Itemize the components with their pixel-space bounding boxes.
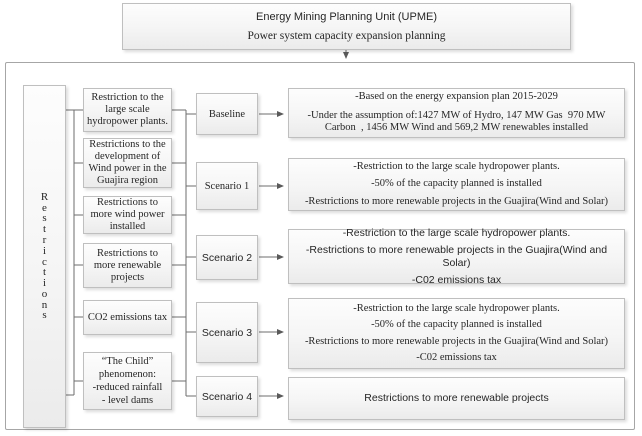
restriction-label: Restrictions to the development of Wind …	[88, 139, 167, 186]
description-line: Restrictions to more renewable projects	[364, 392, 549, 405]
description-line: -50% of the capacity planned is installe…	[371, 319, 542, 330]
description-line: -Restrictions to more renewable projects…	[304, 195, 609, 207]
description-line: -Restriction to the large scale hydropow…	[353, 160, 560, 172]
scenario-box-1: Scenario 1	[196, 162, 258, 210]
scenario-label: Scenario 2	[201, 251, 253, 264]
restriction-box-el-nino: “The Child” phenomenon: -reduced rainfal…	[83, 352, 172, 410]
description-line: -Restriction to the large scale hydropow…	[353, 302, 560, 314]
description-line: -Based on the energy expansion plan 2015…	[355, 91, 558, 103]
description-box-scenario-4: Restrictions to more renewable projects	[288, 377, 625, 420]
restriction-label: Restriction to the large scale hydropowe…	[86, 92, 169, 127]
description-box-scenario-1: -Restriction to the large scale hydropow…	[288, 158, 625, 211]
title-box: Energy Mining Planning Unit (UPME) Power…	[122, 3, 571, 50]
scenario-box-baseline: Baseline	[196, 93, 258, 135]
restriction-label: “The Child” phenomenon: -reduced rainfal…	[92, 356, 163, 406]
description-line: -Under the assumption of:1427 MW of Hydr…	[307, 109, 611, 134]
scenario-box-2: Scenario 2	[196, 235, 258, 280]
scenario-label: Scenario 3	[201, 326, 253, 339]
restrictions-vertical-label: R e s t r i c t i o n s	[40, 190, 49, 322]
description-box-scenario-2: -Restriction to the large scale hydropow…	[288, 226, 625, 286]
restriction-label: Restrictions to more renewable projects	[93, 247, 162, 283]
restriction-box-co2-tax: CO2 emissions tax	[83, 300, 172, 335]
scenario-box-3: Scenario 3	[196, 302, 258, 363]
description-line: -50% of the capacity planned is installe…	[371, 178, 542, 190]
description-line: -Restrictions to more renewable projects…	[304, 335, 609, 347]
restriction-box-renewables: Restrictions to more renewable projects	[83, 243, 172, 288]
scenario-label: Scenario 1	[204, 180, 250, 192]
restriction-box-hydropower: Restriction to the large scale hydropowe…	[83, 88, 172, 132]
scenario-label: Baseline	[208, 108, 246, 120]
scenario-label: Scenario 4	[201, 390, 253, 403]
restriction-label: CO2 emissions tax	[87, 311, 168, 323]
title-line-2: Power system capacity expansion planning	[247, 30, 446, 42]
scenario-box-4: Scenario 4	[196, 376, 258, 417]
restriction-box-wind-installed: Restrictions to more wind power installe…	[83, 196, 172, 234]
description-line: -Restriction to the large scale hydropow…	[342, 226, 571, 239]
restrictions-vertical-box: R e s t r i c t i o n s	[23, 85, 66, 428]
description-line: -C02 emissions tax	[416, 352, 497, 363]
description-box-scenario-3: -Restriction to the large scale hydropow…	[288, 298, 625, 369]
restriction-box-wind-guajira: Restrictions to the development of Wind …	[83, 138, 172, 188]
diagram-container	[5, 62, 635, 430]
description-box-baseline: -Based on the energy expansion plan 2015…	[288, 88, 625, 138]
title-line-1: Energy Mining Planning Unit (UPME)	[256, 11, 437, 23]
restriction-label: Restrictions to more wind power installe…	[90, 197, 165, 232]
description-line: -Restrictions to more renewable projects…	[305, 244, 610, 269]
description-line: -C02 emissions tax	[411, 274, 502, 286]
